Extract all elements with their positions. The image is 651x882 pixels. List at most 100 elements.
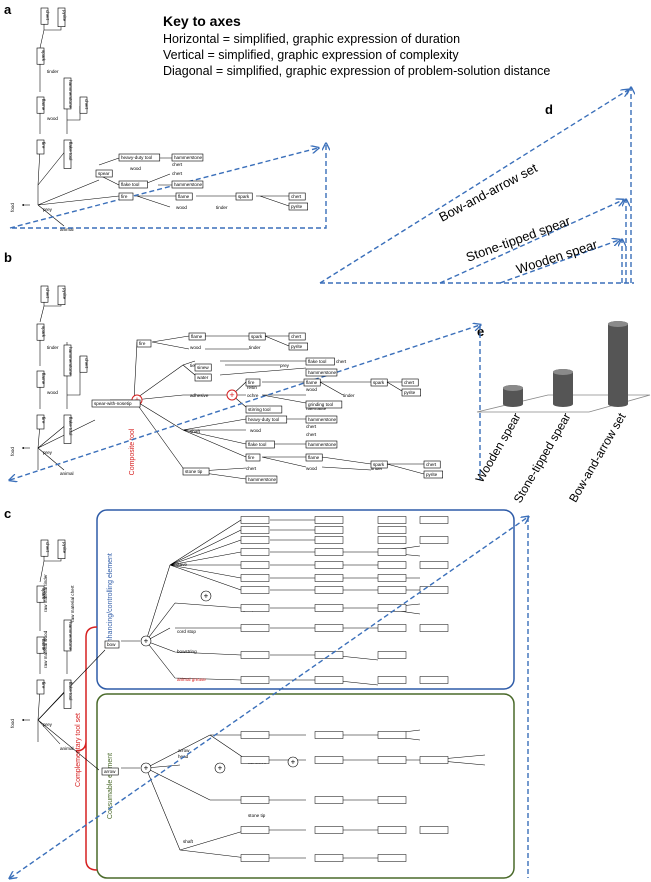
node-pyrite: pyrite <box>401 388 422 397</box>
node-stirring-tool: stirring tool <box>245 405 283 414</box>
svg-text:spark: spark <box>41 326 46 338</box>
plus-adhesive: + <box>287 756 299 768</box>
panel-a-tree: tinder wood wood chert chert wood tinder… <box>9 17 326 232</box>
node-pyrite: pyrite <box>423 470 444 479</box>
node-box <box>240 624 270 632</box>
label-wood: wood <box>130 166 141 171</box>
node-box <box>419 826 449 834</box>
node-box <box>314 624 344 632</box>
svg-text:hammerstone: hammerstone <box>68 622 73 651</box>
label-tinder: tinder <box>249 345 261 350</box>
panel-ab-node-boxes: chert pyrite spark flame hammerstone chert fir… <box>36 7 444 484</box>
svg-text:+: + <box>291 758 296 767</box>
node-pyrite: pyrite <box>288 342 309 351</box>
key-title: Key to axes <box>163 13 241 29</box>
node-box <box>377 624 407 632</box>
node-fire: fire <box>36 414 46 430</box>
svg-text:fire: fire <box>248 380 255 385</box>
svg-text:pyrite: pyrite <box>404 390 416 395</box>
node-arrow: arrow <box>101 767 119 776</box>
composite-tool-label: Composite tool <box>129 428 136 475</box>
node-box <box>314 854 344 862</box>
plus-bow: + <box>140 635 152 647</box>
node-spark: spark <box>370 378 388 387</box>
svg-text:flame: flame <box>306 380 318 385</box>
consumable-element-label: Consumable element <box>107 753 114 819</box>
svg-text:+: + <box>204 592 209 601</box>
svg-text:water: water <box>197 375 209 380</box>
svg-text:sinew: sinew <box>197 365 209 370</box>
label-food: food <box>10 447 15 456</box>
label-prey: prey <box>43 207 53 212</box>
node-hammerstone: hammerstone <box>63 344 73 377</box>
node-hammerstone: hammerstone <box>305 440 338 449</box>
node-fire: fire <box>36 139 46 155</box>
svg-text:flake tool: flake tool <box>308 359 326 364</box>
label-wood: wood <box>47 116 58 121</box>
svg-text:flame: flame <box>41 373 46 385</box>
label-food: food <box>10 203 15 212</box>
svg-text:spear: spear <box>98 171 110 176</box>
svg-text:fire: fire <box>139 341 146 346</box>
svg-text:fire: fire <box>248 455 255 460</box>
svg-text:pyrite: pyrite <box>291 344 303 349</box>
svg-text:hammerstone: hammerstone <box>308 442 337 447</box>
node-flake-tool: flake tool <box>118 180 148 189</box>
node-hammerstone: hammerstone <box>63 77 73 110</box>
label-stone-tip: stone tip <box>248 813 266 818</box>
svg-text:flake tool: flake tool <box>121 182 139 187</box>
node-hammerstone: hammerstone <box>305 415 338 424</box>
node-spear: spear <box>95 169 113 178</box>
svg-text:chert: chert <box>45 10 50 21</box>
svg-text:+: + <box>229 390 234 400</box>
label-arrow-head: arrow <box>178 748 190 753</box>
svg-text:chert: chert <box>45 288 50 299</box>
node-flake-tool: flake tool <box>63 139 73 169</box>
node-spark: spark <box>36 47 46 65</box>
svg-text:chert: chert <box>404 380 415 385</box>
node-chert: chert <box>79 96 89 114</box>
label-cord-stop: cord stop <box>177 629 196 634</box>
svg-text:flake tool: flake tool <box>68 142 73 160</box>
node-flake-tool: flake tool <box>63 679 73 709</box>
node-box <box>419 676 449 684</box>
node-heavy-duty-tool: heavy-duty tool <box>245 415 288 424</box>
bar-wooden-spear <box>503 385 523 407</box>
node-grinding-tool: grinding tool <box>305 400 343 409</box>
node-stone-tip: stone tip <box>182 467 210 476</box>
svg-text:pyrite: pyrite <box>62 542 67 554</box>
label-prey: prey <box>43 722 53 727</box>
d-line-bow <box>319 90 628 284</box>
svg-text:pyrite: pyrite <box>291 204 303 209</box>
node-box <box>377 586 407 594</box>
svg-text:fire: fire <box>121 194 128 199</box>
node-box <box>419 561 449 569</box>
node-flame: flame <box>175 192 193 201</box>
node-box <box>240 676 270 684</box>
node-flake-tool: flake tool <box>245 440 275 449</box>
key-horizontal: Horizontal = simplified, graphic express… <box>163 32 460 46</box>
node-box <box>314 796 344 804</box>
node-box <box>377 604 407 612</box>
node-box <box>240 586 270 594</box>
node-flame: flame <box>188 332 206 341</box>
node-box <box>240 731 270 739</box>
svg-text:chert: chert <box>291 334 302 339</box>
node-fire: fire <box>245 378 261 387</box>
svg-text:hammerstone: hammerstone <box>308 417 337 422</box>
node-hammerstone: hammerstone <box>171 153 204 162</box>
node-box <box>240 536 270 544</box>
bar-bow-and-arrow-set <box>608 321 628 407</box>
label-chert: chert <box>306 432 317 437</box>
svg-text:fire: fire <box>41 682 46 689</box>
svg-text:flake tool: flake tool <box>68 682 73 700</box>
svg-text:flame: flame <box>41 639 46 651</box>
label-wood: wood <box>306 466 317 471</box>
label-wood: wood <box>250 428 261 433</box>
svg-text:chert: chert <box>291 194 302 199</box>
node-hammerstone: hammerstone <box>171 180 204 189</box>
node-spear-with-nosetip: spear-with-nosetip <box>91 399 141 408</box>
label-ochre: ochre <box>247 393 259 398</box>
plus-arrow: + <box>140 762 152 774</box>
d-line-stone <box>439 200 623 284</box>
